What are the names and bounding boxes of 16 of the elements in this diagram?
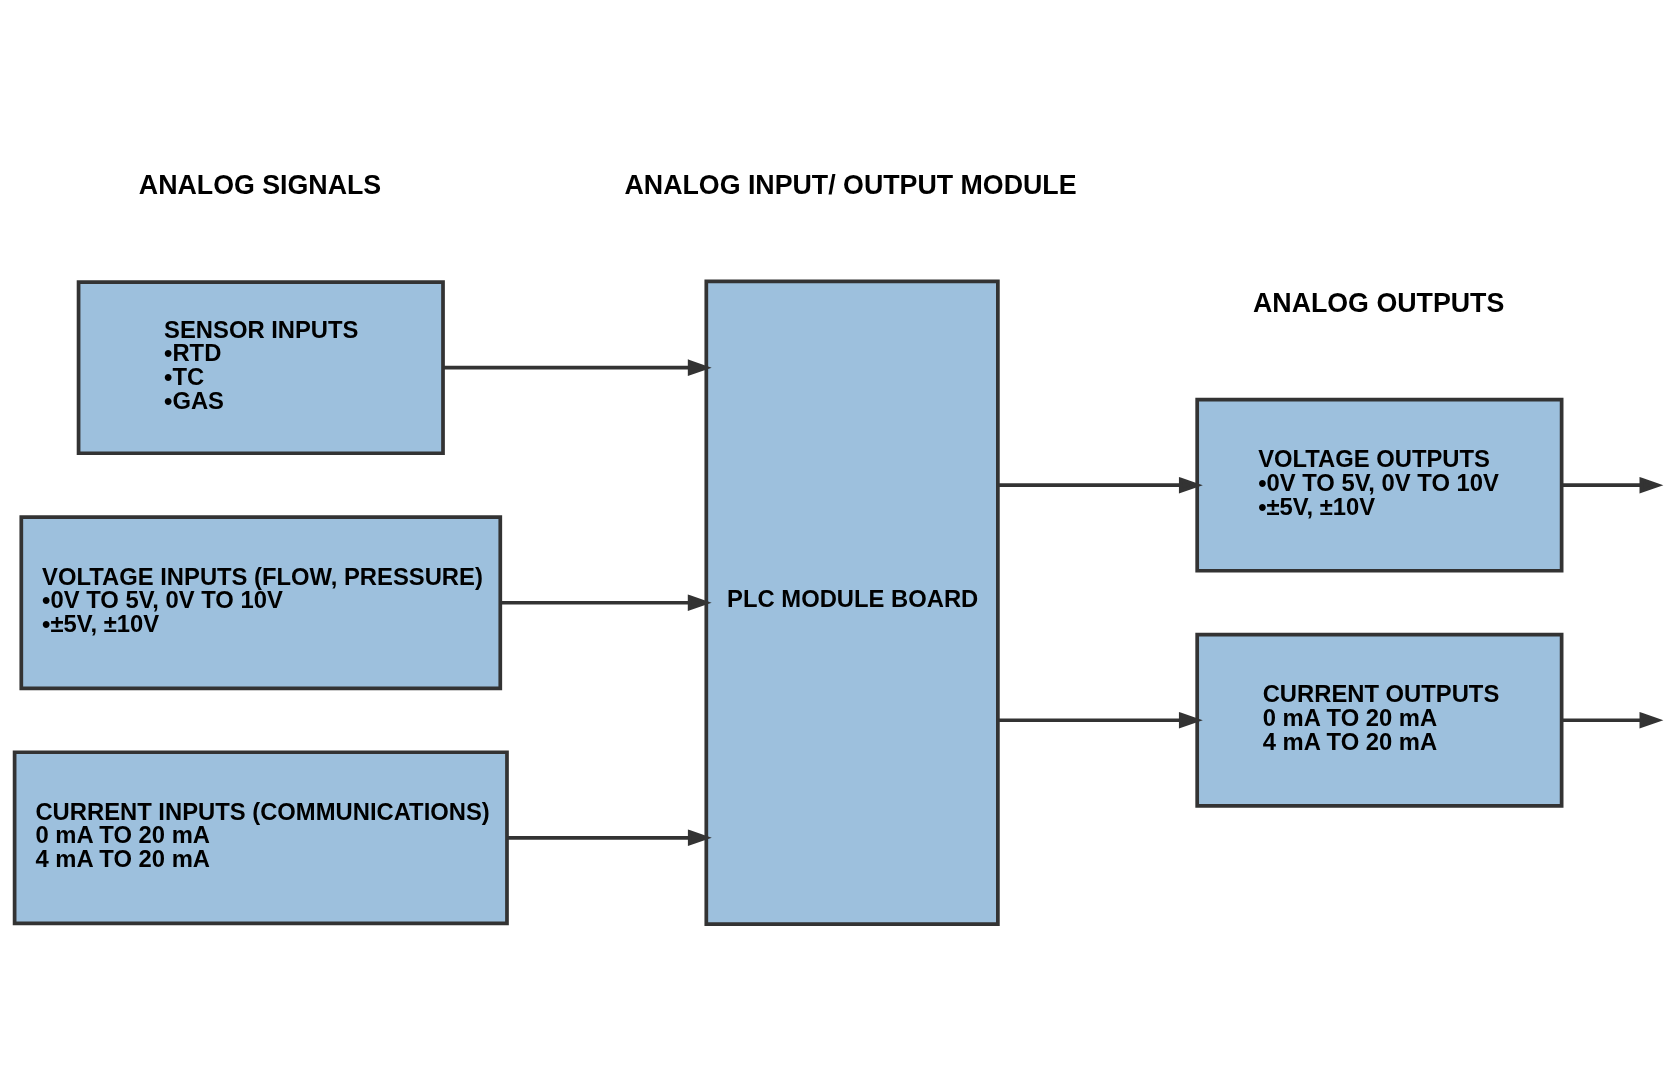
arrow	[500, 593, 712, 611]
node-box: VOLTAGE OUTPUTS •0V TO 5V, 0V TO 10V •±5V, ±10V	[1195, 397, 1564, 573]
label: ANALOG OUTPUTS	[1252, 287, 1505, 318]
label: ANALOG SIGNALS	[138, 169, 382, 200]
arrow	[1561, 476, 1664, 494]
node-box: SENSOR INPUTS •RTD •TC •GAS	[76, 279, 445, 455]
node-box: CURRENT OUTPUTS 0 mA TO 20 mA 4 mA TO 20 mA	[1195, 632, 1564, 808]
node-box: VOLTAGE INPUTS (FLOW, PRESSURE) •0V TO 5V, 0V TO 10V •±5V, ±10V	[19, 514, 503, 690]
arrow	[443, 358, 712, 376]
node-box: CURRENT INPUTS (COMMUNICATIONS) 0 mA TO 20 mA 4 mA TO 20 mA	[12, 749, 509, 925]
arrow	[1561, 711, 1664, 729]
arrow	[998, 711, 1203, 729]
arrow	[998, 476, 1203, 494]
node-box: PLC MODULE BOARD	[704, 279, 1000, 926]
label: ANALOG INPUT/ OUTPUT MODULE	[624, 169, 1077, 200]
arrow	[507, 828, 712, 846]
